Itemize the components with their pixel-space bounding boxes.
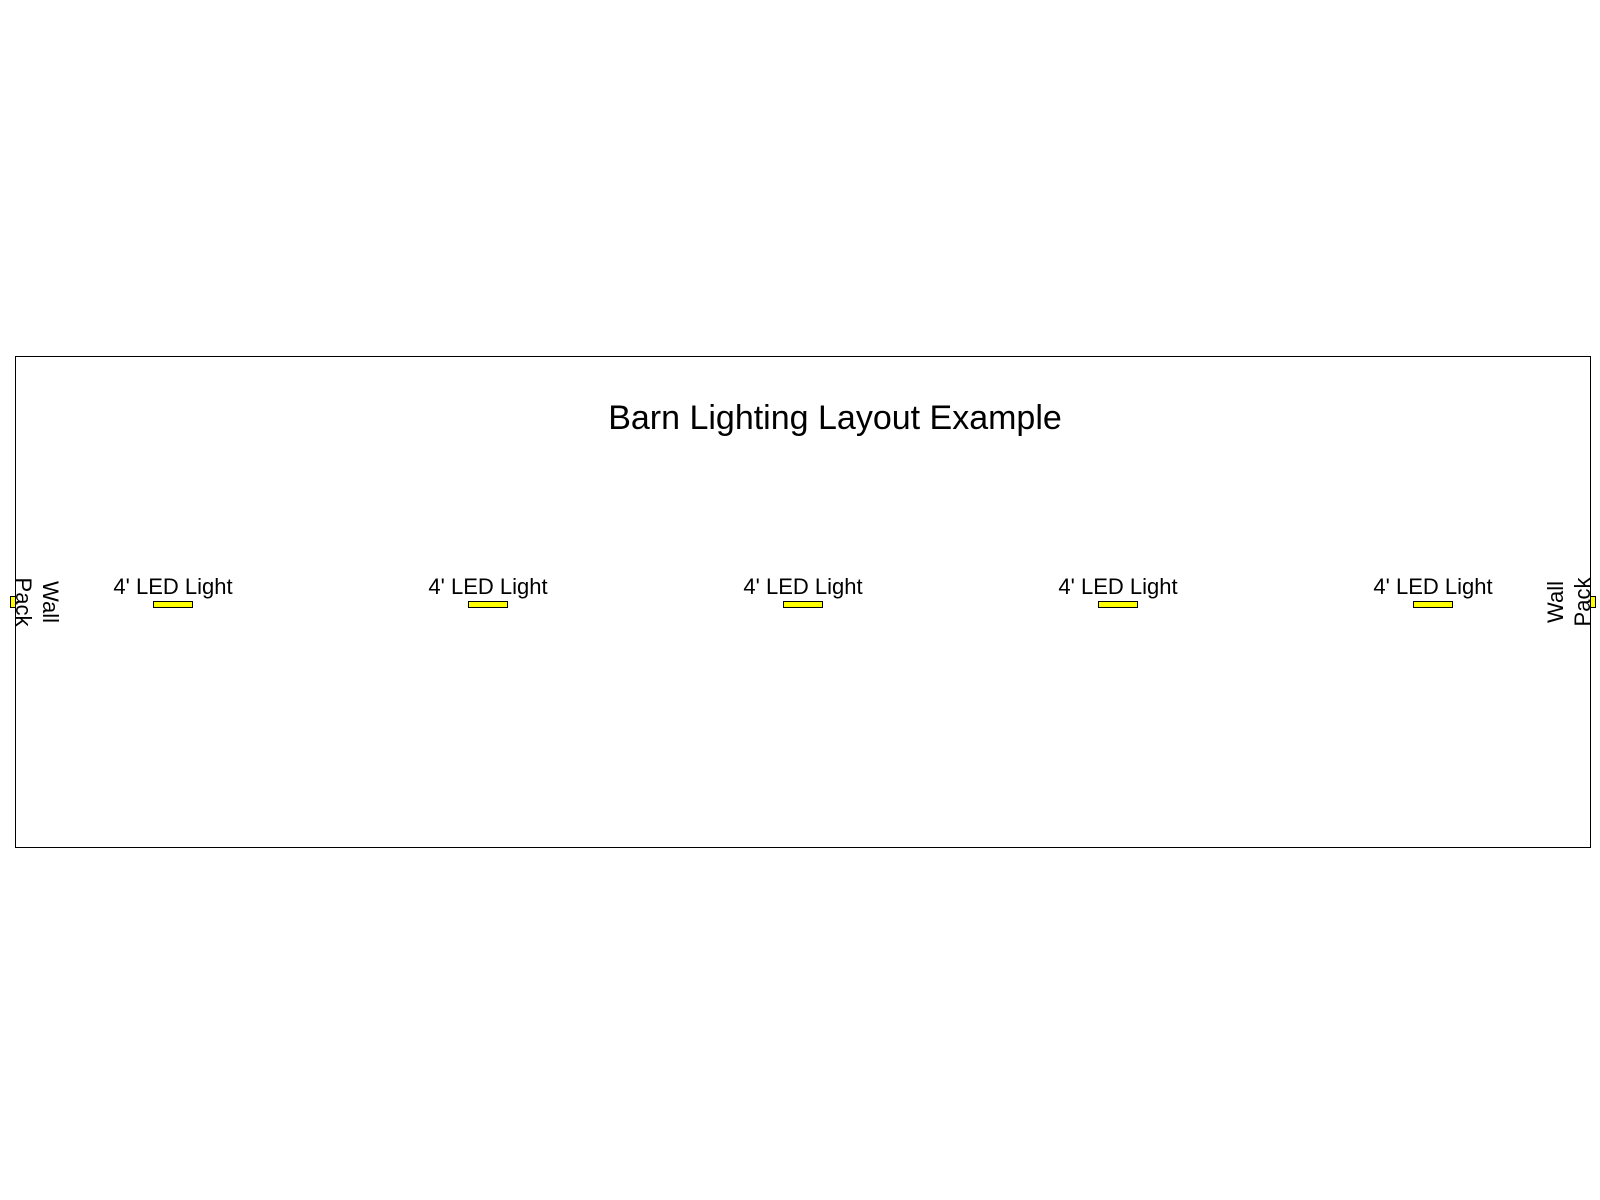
diagram-title: Barn Lighting Layout Example — [608, 399, 1062, 437]
led-light-label: 4' LED Light — [743, 574, 863, 599]
wall-pack-right-label: Wall Pack — [1542, 572, 1596, 632]
wall-pack-left-icon — [10, 596, 16, 608]
wall-pack-left-line2: Pack — [11, 577, 36, 627]
led-light-2: 4' LED Light — [388, 575, 588, 608]
led-fixture-icon — [783, 601, 823, 608]
led-light-label: 4' LED Light — [1058, 574, 1178, 599]
led-fixture-icon — [1413, 601, 1453, 608]
wall-pack-right-icon — [1590, 596, 1596, 608]
led-light-label: 4' LED Light — [1373, 574, 1493, 599]
led-light-3: 4' LED Light — [703, 575, 903, 608]
wall-pack-left-label: Wall Pack — [10, 572, 64, 632]
led-light-1: 4' LED Light — [73, 575, 273, 608]
wall-pack-left-line1: Wall — [38, 581, 63, 623]
led-fixture-icon — [468, 601, 508, 608]
wall-pack-right-line2: Pack — [1570, 577, 1595, 627]
led-light-label: 4' LED Light — [113, 574, 233, 599]
led-light-4: 4' LED Light — [1018, 575, 1218, 608]
wall-pack-right-line1: Wall — [1543, 581, 1568, 623]
led-light-5: 4' LED Light — [1333, 575, 1533, 608]
led-light-label: 4' LED Light — [428, 574, 548, 599]
led-fixture-icon — [153, 601, 193, 608]
led-fixture-icon — [1098, 601, 1138, 608]
